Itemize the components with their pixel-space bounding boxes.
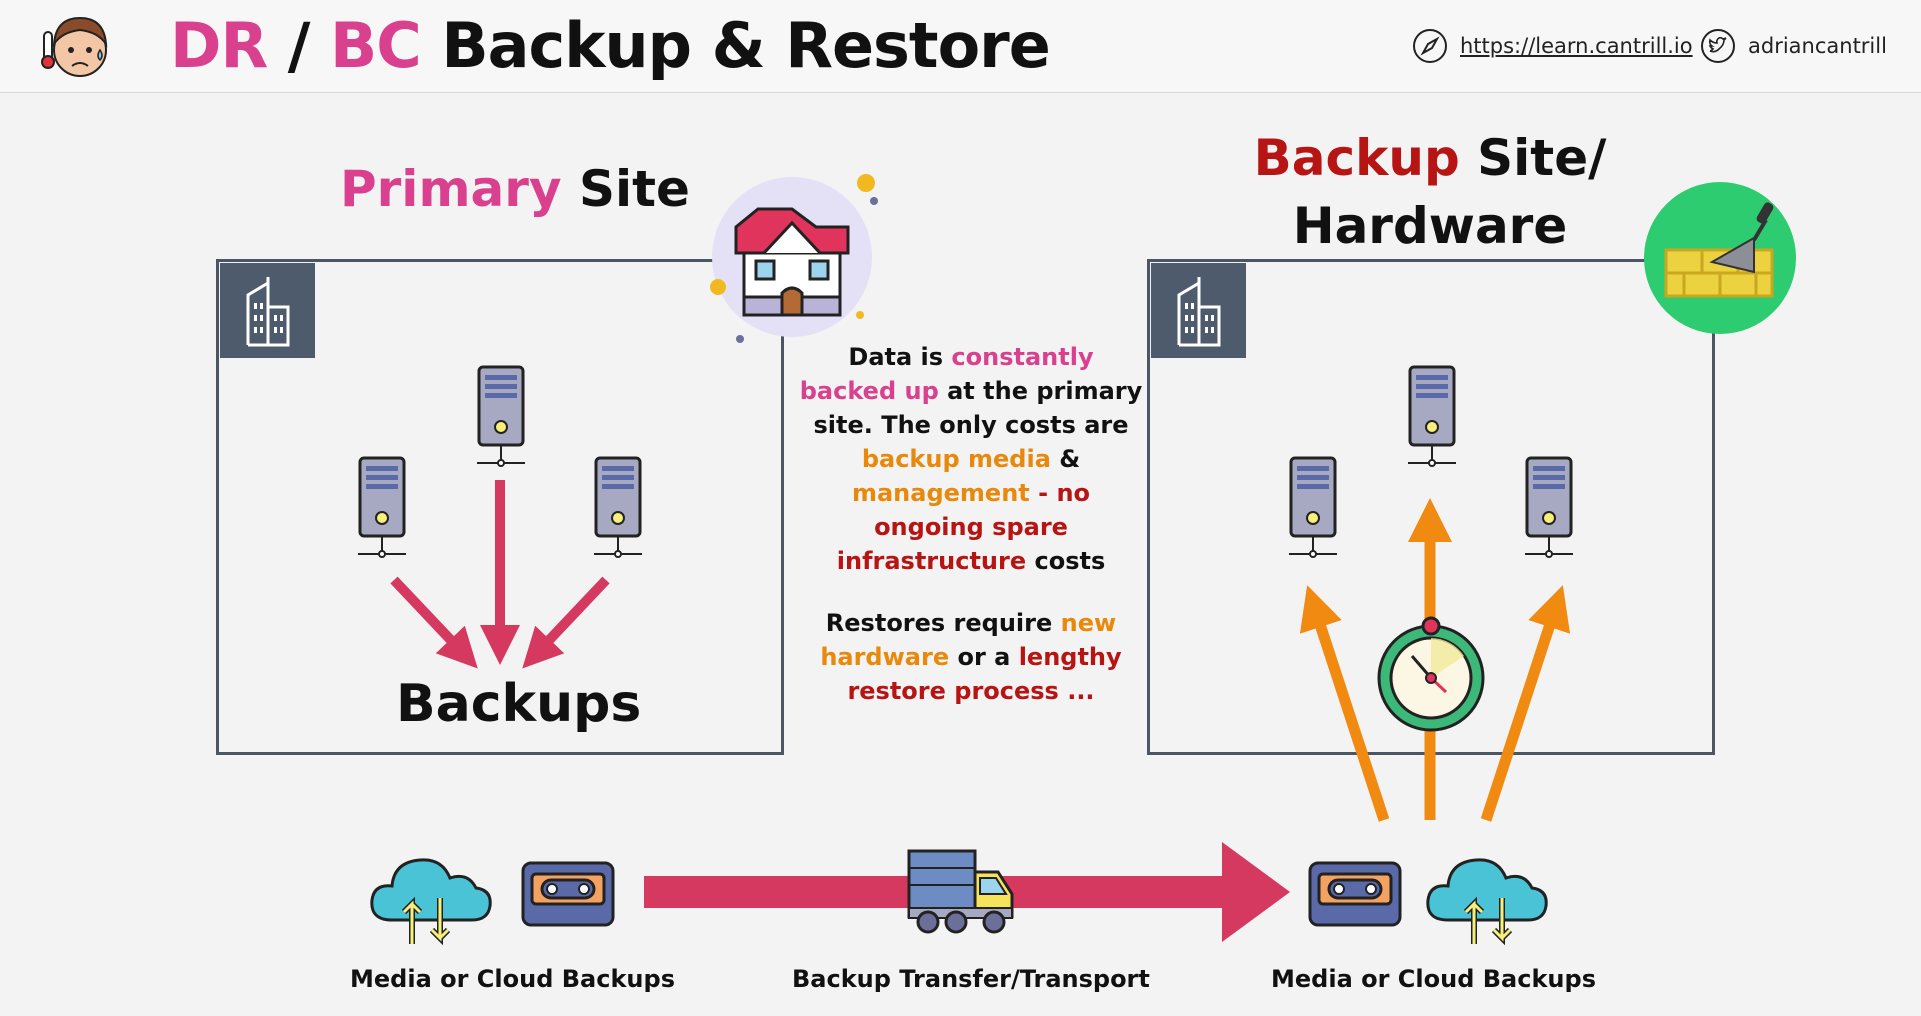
house-icon xyxy=(710,174,878,343)
arrow-right xyxy=(522,576,610,669)
cloud-sync-icon xyxy=(370,858,492,946)
backup-site-title: Backup Site/Hardware xyxy=(1230,124,1630,260)
building-icon xyxy=(246,277,290,347)
twitter-link[interactable]: adriancantrill xyxy=(1700,26,1887,66)
description-text: Data is constantly backed up at the prim… xyxy=(799,343,1143,575)
server-icon xyxy=(594,456,642,558)
primary-title-rest: Site xyxy=(561,160,690,218)
arrow-right xyxy=(1480,585,1571,822)
backup-title-line2: Hardware xyxy=(1292,197,1568,255)
cassette-tape-icon xyxy=(1308,861,1402,927)
arrow-left xyxy=(1299,585,1390,822)
twitter-handle[interactable]: adriancantrill xyxy=(1748,34,1887,58)
primary-title-highlight: Primary xyxy=(340,160,562,218)
cassette-tape-icon xyxy=(521,861,615,927)
primary-site-title: Primary Site xyxy=(340,156,690,222)
server-icon xyxy=(358,456,406,558)
title-dr: DR xyxy=(170,9,268,82)
header-bar: DR / BC Backup & Restore https://learn.c… xyxy=(0,0,1921,93)
title-rest: Backup & Restore xyxy=(420,9,1050,82)
building-icon xyxy=(1177,277,1221,347)
title-bc: BC xyxy=(330,9,422,82)
server-icon xyxy=(1525,456,1573,558)
site-url[interactable]: https://learn.cantrill.io xyxy=(1460,34,1693,58)
twitter-icon xyxy=(1701,29,1735,63)
delivery-truck-icon xyxy=(907,849,1014,934)
stopwatch-icon xyxy=(1377,616,1485,732)
server-icon xyxy=(477,365,525,467)
backups-label: Backups xyxy=(396,674,642,734)
server-icon xyxy=(1289,456,1337,558)
backup-title-rest: Site/ xyxy=(1459,129,1607,187)
restore-text: Restores require new hardware or a lengt… xyxy=(820,609,1122,705)
backup-building-badge xyxy=(1151,263,1246,358)
avatar-icon xyxy=(41,16,108,77)
backup-arrows xyxy=(390,480,610,669)
page-title: DR / BC Backup & Restore xyxy=(170,6,1051,86)
arrow-left xyxy=(390,576,478,669)
primary-building-badge xyxy=(220,263,315,358)
cloud-sync-icon xyxy=(1426,858,1548,946)
site-link[interactable]: https://learn.cantrill.io xyxy=(1412,26,1693,66)
primary-site-box xyxy=(216,259,784,755)
server-icon xyxy=(1408,365,1456,467)
title-separator: / xyxy=(267,9,331,82)
transport-label: Backup Transfer/Transport xyxy=(792,965,1150,993)
left-media-label: Media or Cloud Backups xyxy=(350,965,675,993)
right-media-label: Media or Cloud Backups xyxy=(1271,965,1596,993)
compass-icon xyxy=(1413,29,1447,63)
brick-wall-trowel-icon xyxy=(1644,182,1796,334)
backup-title-highlight: Backup xyxy=(1253,129,1460,187)
